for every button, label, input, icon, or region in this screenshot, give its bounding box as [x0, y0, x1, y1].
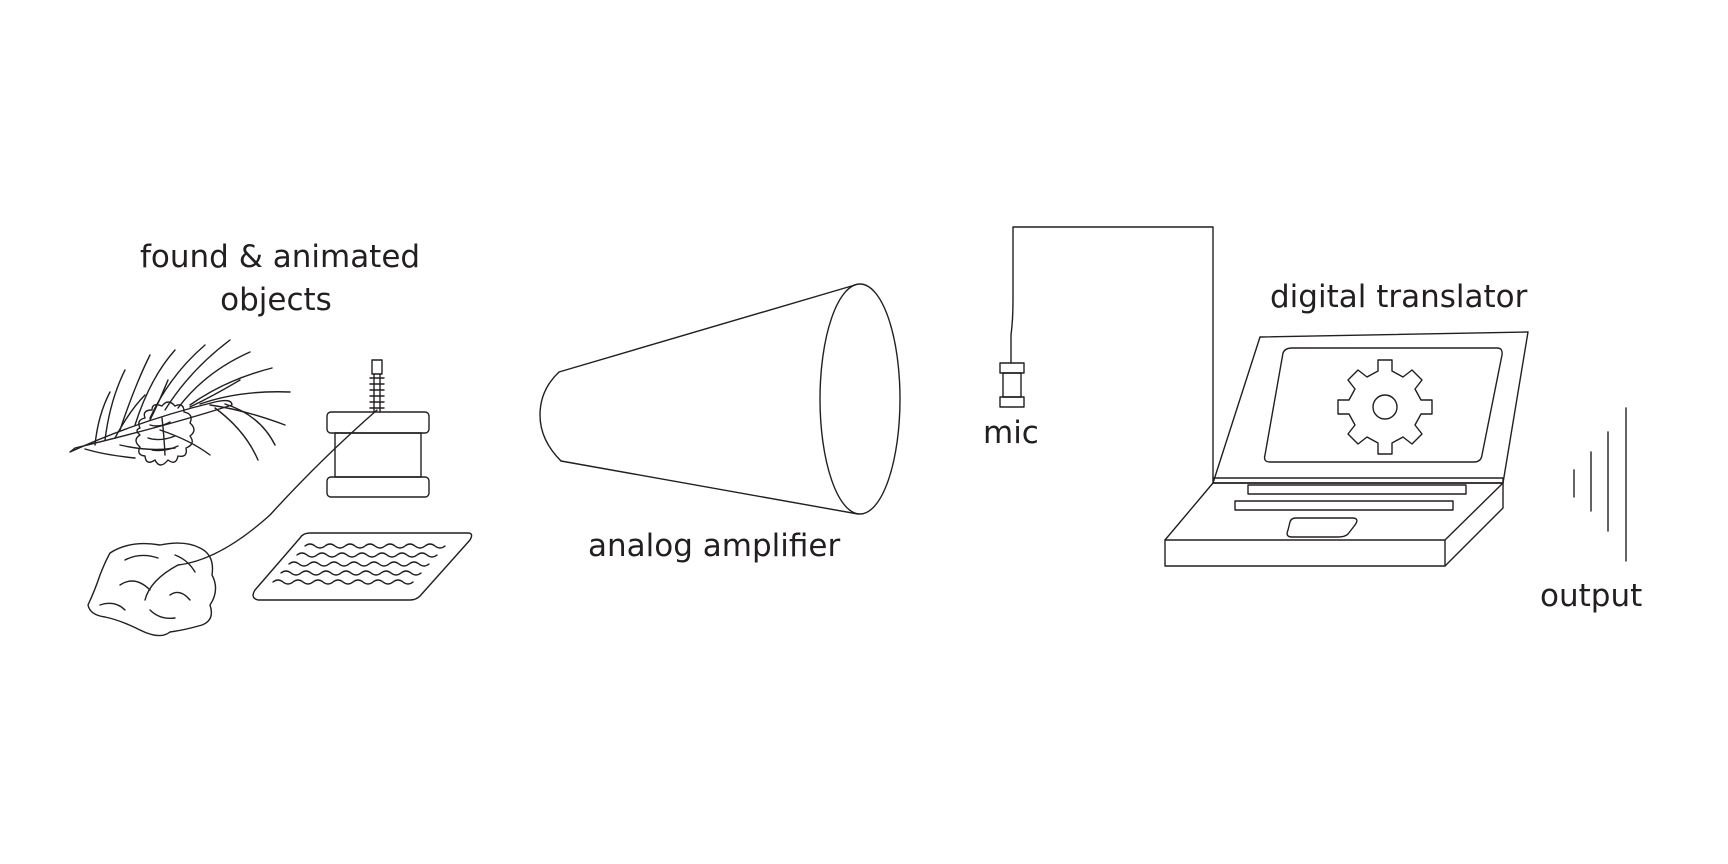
- output-label: output: [1540, 578, 1643, 614]
- found-objects-label: found & animated objects: [140, 236, 421, 322]
- motor-icon: [326, 359, 430, 498]
- found-objects-label-line2: objects: [220, 282, 332, 318]
- microphone-icon: [999, 226, 1214, 484]
- pine-branch-icon: [69, 339, 291, 461]
- output-wave-lines-icon: [1573, 407, 1627, 562]
- analog-amplifier-label: analog amplifier: [588, 528, 841, 564]
- textured-mat-icon: [252, 532, 473, 601]
- mic-label: mic: [983, 415, 1039, 451]
- digital-translator-label: digital translator: [1270, 279, 1528, 315]
- found-objects-label-line1: found & animated: [140, 239, 421, 275]
- cone-amplifier-icon: [539, 283, 901, 515]
- pine-cone-icon: [135, 401, 195, 466]
- gear-icon: [1337, 359, 1433, 455]
- crumpled-paper-icon: [87, 542, 217, 637]
- connecting-wire: [144, 409, 378, 601]
- laptop-icon: [1164, 331, 1529, 567]
